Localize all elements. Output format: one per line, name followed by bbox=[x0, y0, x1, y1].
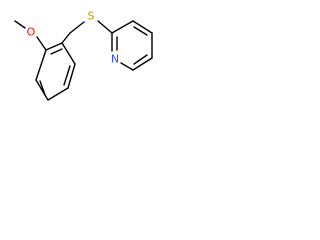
oxygen-atom-label: O bbox=[27, 26, 36, 39]
bond-benzene-1 bbox=[45, 42, 63, 51]
bond-benzene-inner-2 bbox=[63, 65, 71, 86]
bond-methyl-oxygen bbox=[14, 20, 26, 29]
bond-pyridine-4 bbox=[132, 57, 153, 71]
bond-benzene-2 bbox=[61, 42, 76, 65]
bond-pyridine-5 bbox=[120, 62, 134, 71]
bond-sulfur-pyridine bbox=[97, 20, 113, 34]
bond-benzene-inner-3 bbox=[39, 80, 46, 96]
bond-benzene-6 bbox=[35, 49, 47, 81]
bond-benzene-5 bbox=[35, 79, 49, 101]
chemical-structure-diagram: O S N bbox=[14, 10, 153, 101]
bond-pyridine-inner-1 bbox=[133, 26, 148, 36]
sulfur-atom-label: S bbox=[88, 10, 95, 23]
pyridine-ring bbox=[111, 20, 153, 71]
nitrogen-atom-label: N bbox=[111, 53, 119, 66]
bond-benzene-methylene bbox=[61, 32, 71, 44]
bond-benzene-inner-1 bbox=[50, 48, 63, 55]
bond-pyridine-2 bbox=[132, 20, 153, 34]
bond-oxygen-benzene bbox=[36, 36, 47, 51]
benzene-ring bbox=[35, 42, 76, 101]
bond-pyridine-1 bbox=[111, 20, 134, 34]
bond-pyridine-inner-2 bbox=[133, 54, 148, 65]
bond-benzene-4 bbox=[47, 87, 69, 101]
bond-methylene-sulfur bbox=[69, 21, 85, 34]
bond-benzene-3 bbox=[67, 63, 76, 89]
